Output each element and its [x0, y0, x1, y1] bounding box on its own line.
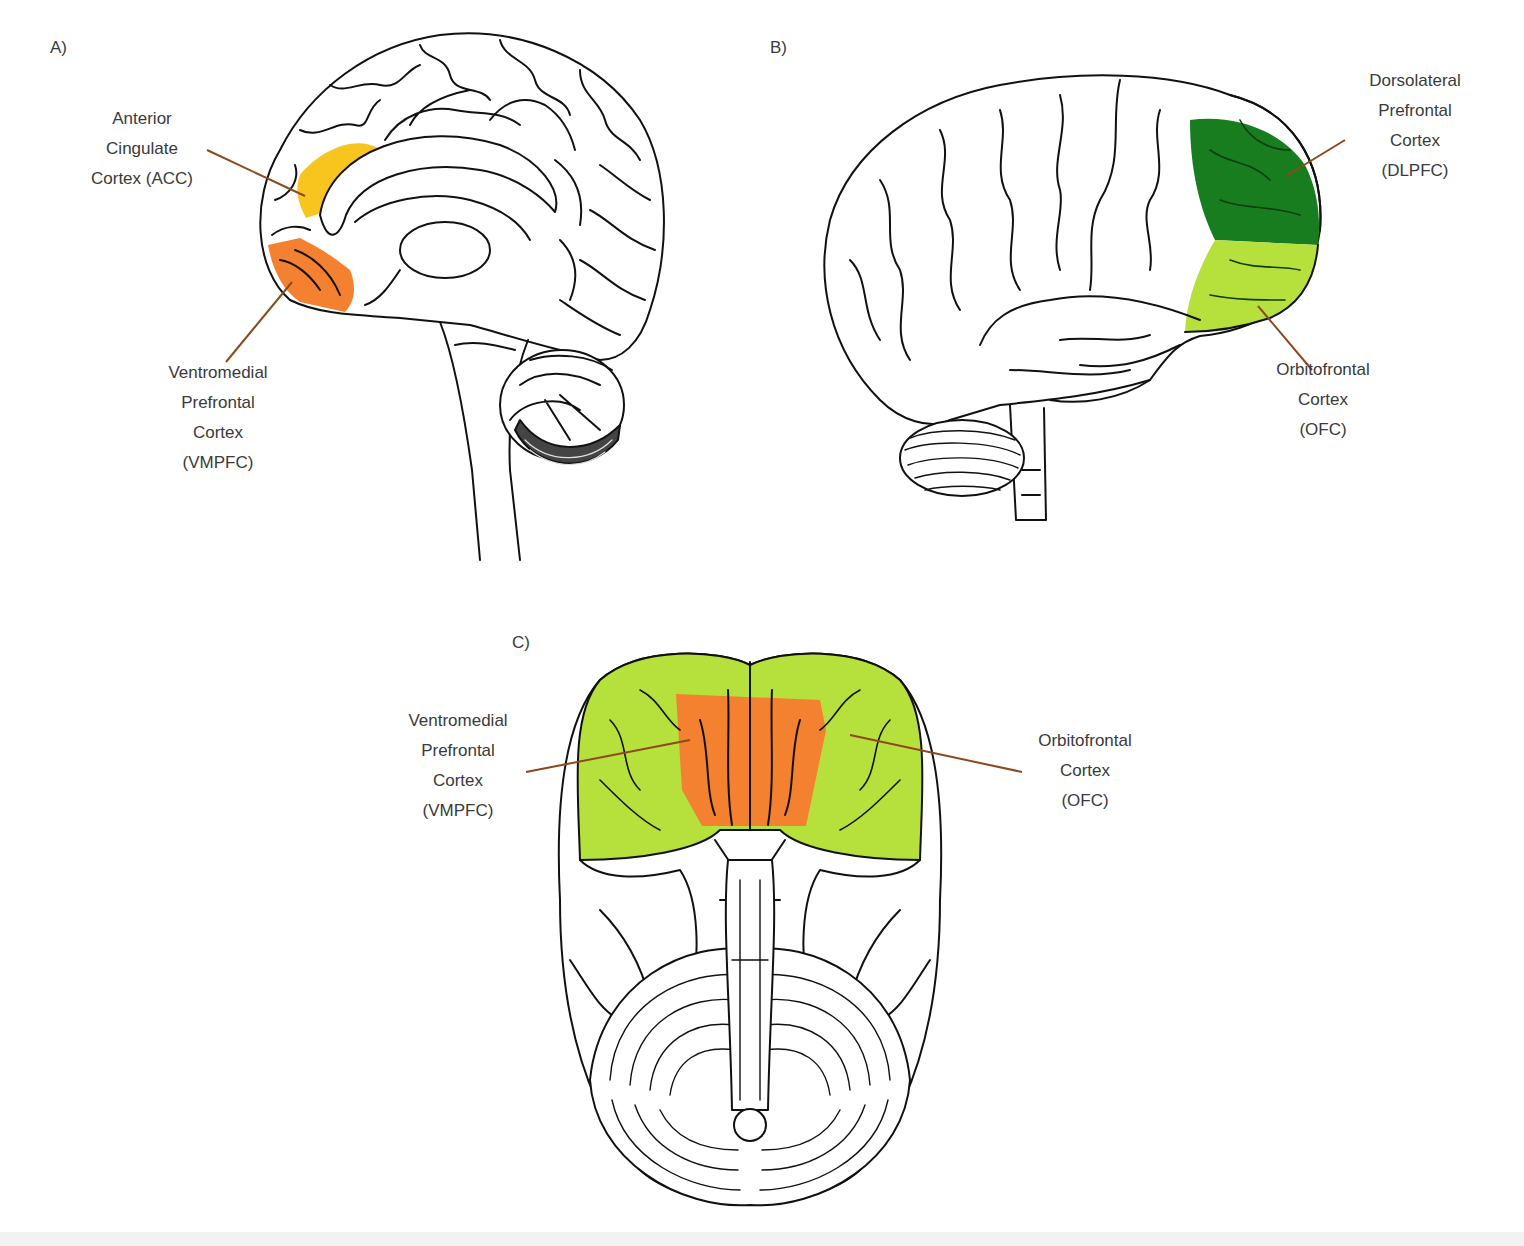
ventral-brain: [559, 654, 941, 1206]
leader-line: [526, 740, 690, 772]
leader-line: [207, 150, 305, 196]
region-label: Anterior Cingulate Cortex (ACC): [83, 104, 201, 194]
hypothalamus-line: [365, 270, 400, 305]
brainstem: [440, 322, 480, 560]
panel-label: A): [50, 33, 67, 63]
bottom-strip: [0, 1232, 1524, 1246]
orbital-gyri: [600, 690, 900, 830]
corpus-callosum: [320, 136, 556, 234]
leader-line: [1286, 140, 1345, 176]
sagittal-brain: [260, 33, 664, 560]
region-label: Ventromedial Prefrontal Cortex (VMPFC): [168, 358, 267, 478]
cerebellum: [900, 420, 1024, 496]
ofc-region: [578, 654, 923, 860]
ofc-region: [1185, 240, 1318, 332]
brainstem: [726, 860, 774, 1110]
central-sulcus: [1090, 80, 1120, 290]
cerebellum-folia: [905, 431, 1020, 490]
lateral-brain: [824, 75, 1320, 520]
lateral-sulcus: [980, 296, 1200, 345]
brainstem-lines: [732, 880, 768, 1100]
gyri-lines: [700, 662, 800, 830]
panel-label: C): [512, 628, 530, 658]
leader-line: [850, 735, 1022, 772]
leader-lines-b: [1258, 140, 1345, 370]
frontal-gyri: [1210, 120, 1300, 300]
spinal-cord-section: [734, 1109, 766, 1141]
region-label: Ventromedial Prefrontal Cortex (VMPFC): [408, 706, 507, 826]
cerebrum-outline: [260, 33, 664, 360]
cerebellum-hatched: [515, 420, 620, 463]
panel-label: B): [770, 33, 787, 63]
cerebrum-outline: [824, 75, 1320, 424]
gyri-lines: [850, 95, 1160, 374]
region-label: Dorsolateral Prefrontal Cortex (DLPFC): [1369, 66, 1461, 186]
region-label: Orbitofrontal Cortex (OFC): [1276, 355, 1370, 445]
vmpfc-region: [268, 238, 354, 312]
frontal-edge: [1185, 95, 1320, 332]
pons-line: [455, 343, 515, 350]
region-label: Orbitofrontal Cortex (OFC): [1038, 726, 1132, 816]
cingulate-sulcus: [385, 90, 581, 300]
leader-lines-a: [207, 150, 305, 362]
gyri-lines: [300, 40, 655, 335]
cerebellum-hatching: [525, 440, 612, 465]
leader-lines-c: [526, 735, 1022, 772]
leader-line: [226, 282, 292, 362]
thalamus: [400, 222, 490, 278]
brainstem-lines: [1022, 470, 1040, 495]
